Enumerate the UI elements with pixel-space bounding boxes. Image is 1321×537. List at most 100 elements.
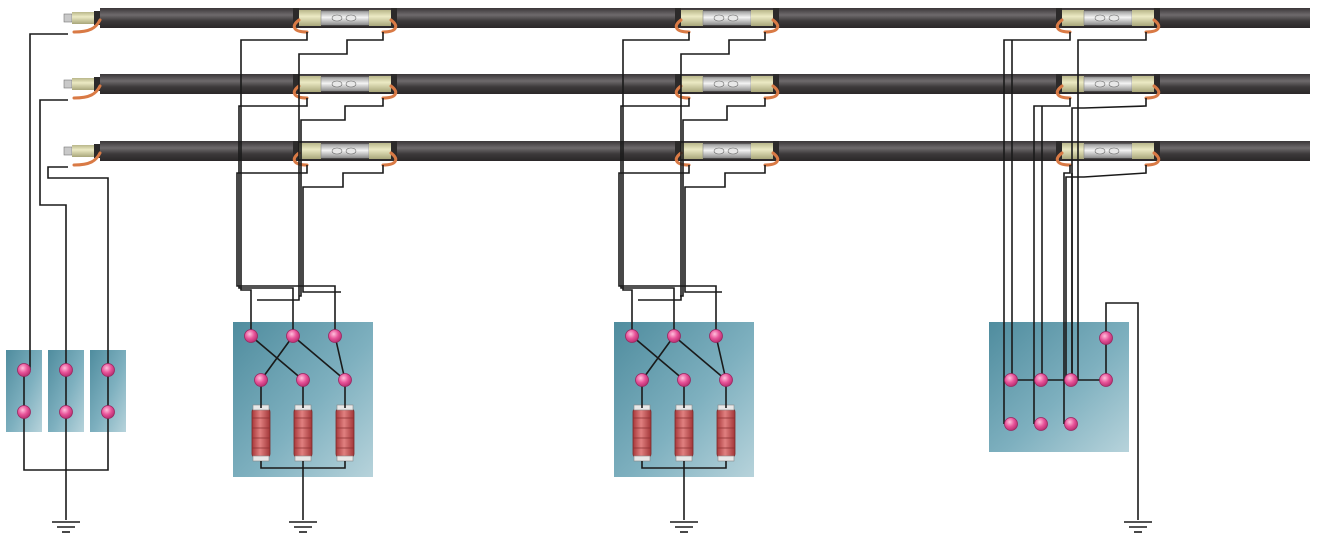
joint-insulator <box>320 143 370 159</box>
bonding-wire <box>673 335 727 381</box>
ground-layer <box>52 521 1152 533</box>
joint-bolt <box>345 147 357 155</box>
terminal <box>1064 417 1078 431</box>
svl-body <box>632 407 652 459</box>
joint-bolt <box>331 147 343 155</box>
svl-body <box>293 407 313 459</box>
sheath-voltage-limiter <box>335 404 355 462</box>
joint-sleeve-left <box>681 10 703 26</box>
svl-cap-bottom <box>294 455 312 462</box>
sheath-voltage-limiter <box>674 404 694 462</box>
joint-insulator <box>320 76 370 92</box>
bond-lead-left <box>674 84 691 100</box>
bonding-wire <box>334 335 346 381</box>
terminal <box>1034 373 1048 387</box>
bonding-wire <box>260 335 294 381</box>
cable-termination-band <box>94 144 100 158</box>
bonding-wire <box>1033 98 1071 424</box>
joint-insulator <box>702 76 752 92</box>
terminal <box>286 329 300 343</box>
joint-sleeve-left <box>1062 10 1084 26</box>
cable-joint <box>674 8 780 34</box>
svl-cap-bottom <box>633 455 651 462</box>
cable-joint <box>674 141 780 167</box>
svl-body <box>716 407 736 459</box>
bond-lead-right <box>381 151 398 167</box>
ground-symbol <box>670 521 698 533</box>
bonding-wire <box>302 165 384 293</box>
sheath-voltage-limiter <box>293 404 313 462</box>
terminal <box>328 329 342 343</box>
terminal <box>635 373 649 387</box>
bonding-wire <box>299 98 384 297</box>
svl-cap-bottom <box>252 455 270 462</box>
joint-sleeve-right <box>751 76 773 92</box>
bonding-wire <box>618 165 717 336</box>
svl-cap-bottom <box>336 455 354 462</box>
joint-band-right <box>1154 8 1160 28</box>
sheath-voltage-limiter <box>632 404 652 462</box>
bond-lead-left <box>292 151 309 167</box>
bonding-wire <box>238 98 308 336</box>
joint-bolt <box>727 14 739 22</box>
joint-band-left <box>1056 8 1062 28</box>
joint-band-left <box>1056 74 1062 94</box>
joint-band-left <box>293 8 299 28</box>
joint-bolt <box>713 80 725 88</box>
bonding-wire <box>1003 32 1071 424</box>
bond-lead-left <box>292 84 309 100</box>
bond-lead-left <box>1055 151 1072 167</box>
joint-bolt <box>713 147 725 155</box>
ground-symbol <box>289 521 317 533</box>
terminal <box>338 373 352 387</box>
joint-insulator <box>1083 76 1133 92</box>
terminal <box>101 405 115 419</box>
cable-end-cap <box>63 79 73 89</box>
bonding-wire <box>240 32 308 336</box>
bonding-wire <box>715 335 727 381</box>
cable-joint <box>292 141 398 167</box>
ground-symbol <box>1124 521 1152 533</box>
bond-lead-left <box>1055 84 1072 100</box>
joint-bolt <box>1108 147 1120 155</box>
terminal <box>719 373 733 387</box>
terminal <box>296 373 310 387</box>
terminal <box>59 405 73 419</box>
joint-band-right <box>391 74 397 94</box>
joint-insulator <box>320 10 370 26</box>
cable-joint <box>674 74 780 100</box>
joint-band-right <box>391 8 397 28</box>
link-boxes-layer <box>6 322 1129 477</box>
joint-bolt <box>1094 80 1106 88</box>
terminal <box>1004 417 1018 431</box>
joint-band-left <box>293 74 299 94</box>
bond-lead-right <box>763 151 780 167</box>
cable-end-cap <box>63 146 73 156</box>
joint-bolt <box>1094 147 1106 155</box>
joint-band-left <box>675 74 681 94</box>
joint-bolt <box>713 14 725 22</box>
cable-end-cap <box>63 13 73 23</box>
bonding-wire <box>39 99 68 370</box>
joint-bolt <box>1094 14 1106 22</box>
joint-band-right <box>391 141 397 161</box>
cable-termination-sleeve <box>72 78 94 90</box>
joint-bolt <box>1108 80 1120 88</box>
joint-bolt <box>345 14 357 22</box>
terminals-layer <box>17 329 1113 431</box>
joint-sleeve-left <box>299 143 321 159</box>
terminal <box>1099 373 1113 387</box>
bonding-wire <box>29 33 68 370</box>
svl-body <box>674 407 694 459</box>
svl-cap-bottom <box>675 455 693 462</box>
joint-band-right <box>773 8 779 28</box>
bond-lead-right <box>381 84 398 100</box>
bonding-wire <box>638 32 766 301</box>
cable-termination-sleeve <box>72 145 94 157</box>
cable-termination-sleeve <box>72 12 94 24</box>
bond-lead-right <box>1144 151 1161 167</box>
bonding-wire <box>1077 32 1147 380</box>
cable-3 <box>63 141 1310 167</box>
joint-sleeve-right <box>751 143 773 159</box>
bond-lead-right <box>1144 84 1161 100</box>
